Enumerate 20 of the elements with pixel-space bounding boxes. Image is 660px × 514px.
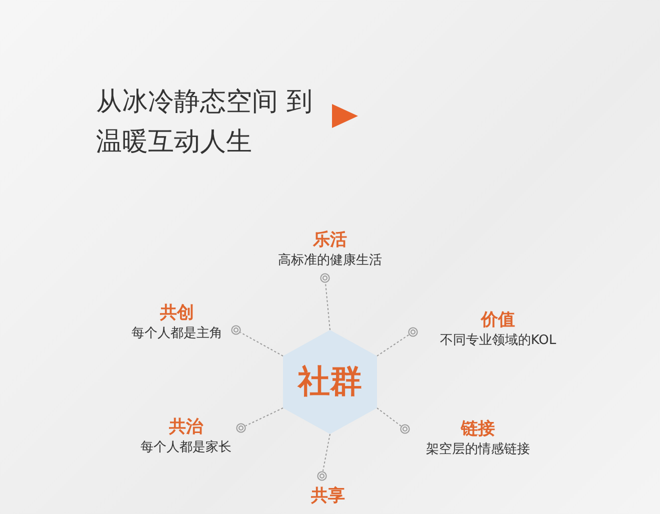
title: 从冰冷静态空间 到温暖互动人生 xyxy=(96,86,314,159)
description: 每个人都是家长 xyxy=(140,440,232,456)
connector-line xyxy=(322,434,330,472)
hub-label: 社群 xyxy=(296,361,363,401)
description: 不同专业领域的KOL xyxy=(438,333,558,349)
heading: 链接 xyxy=(460,419,496,439)
connector-line xyxy=(324,282,330,330)
heading: 共享 xyxy=(310,486,346,506)
description: 高标准的健康生活 xyxy=(277,253,383,269)
connector-line xyxy=(245,408,284,426)
connector-line xyxy=(376,408,402,426)
heading: 价值 xyxy=(480,310,516,330)
heading: 共治 xyxy=(168,417,204,437)
connector-line xyxy=(240,332,284,356)
hexagon xyxy=(283,330,377,434)
heading: 乐活 xyxy=(312,230,348,250)
description: 每个人都是主角 xyxy=(130,326,224,342)
description: 架空层的情感链接 xyxy=(425,442,531,458)
heading: 共创 xyxy=(159,303,195,323)
connector-line xyxy=(376,334,410,356)
